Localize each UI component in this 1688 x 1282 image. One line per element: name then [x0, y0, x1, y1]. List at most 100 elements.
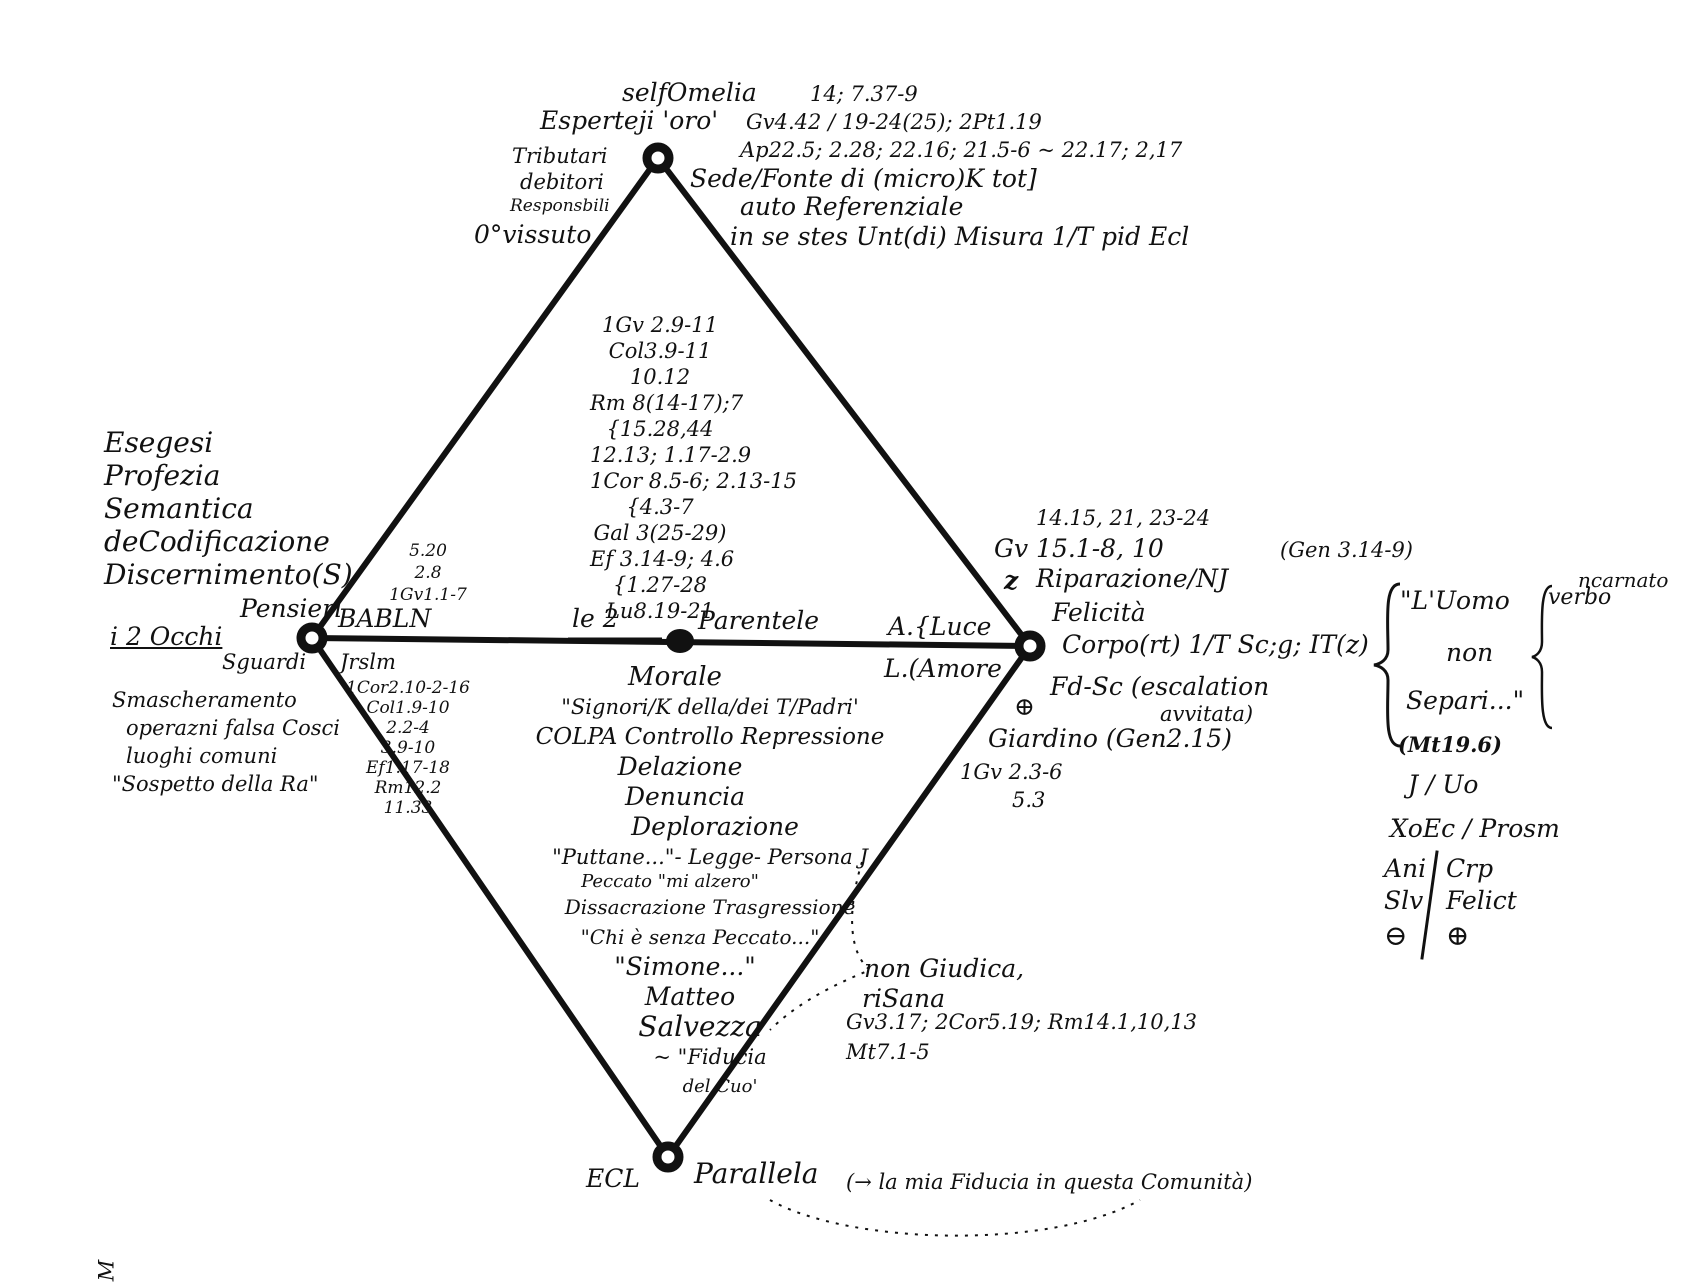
- left-refs-lower: 1Cor2.10-2-16 Col1.9-10 2.2-4 3.9-10 Ef1…: [346, 678, 470, 818]
- lower-right-l2: riSana: [862, 984, 945, 1013]
- center-ref: 1Cor 8.5-6; 2.13-15: [590, 469, 797, 493]
- left-ref: 11.33: [383, 798, 433, 818]
- left-ref: Ef1.17-18: [366, 758, 450, 778]
- left-ref: Col1.9-10: [366, 698, 450, 718]
- center-ref: Col3.9-11: [608, 339, 712, 363]
- left-lower: Smascheramento operazni falsa Cosci luog…: [112, 686, 340, 798]
- left-lower-item: operazni falsa Cosci: [126, 716, 340, 740]
- left-lower-item: "Sospetto della Ra": [112, 772, 319, 796]
- far-right-row3a: Ani: [1384, 854, 1427, 883]
- far-right-q2: non: [1446, 638, 1494, 667]
- node-bottom: [652, 1141, 684, 1173]
- top-desc-c: in se stes Unt(di) Misura 1/T pid Ecl: [730, 222, 1190, 251]
- plus-icon: ⊕: [1014, 692, 1035, 721]
- lower-item: Denuncia: [624, 782, 746, 811]
- far-right-row1: J / Uo: [1408, 770, 1479, 799]
- center-refs: 1Gv 2.9-11 Col3.9-11 10.12 Rm 8(14-17);7…: [590, 312, 797, 624]
- top-desc-b: auto Referenziale: [740, 192, 964, 221]
- left-eyes-a: i 2 Occhi: [110, 622, 223, 651]
- label-parallela: Parallela: [694, 1157, 819, 1190]
- refs-top-a: 14; 7.37-9: [810, 82, 918, 106]
- lower-right-refs-b: Mt7.1-5: [846, 1040, 930, 1064]
- right-refs-a: 14.15, 21, 23-24: [1036, 506, 1211, 530]
- lower-item: Salvezza: [638, 1010, 762, 1043]
- lower-item: del Cuo': [682, 1076, 758, 1097]
- lower-item: Peccato "mi alzero": [581, 871, 759, 892]
- right-corpo: Corpo(rt) 1/T Sc;g; IT(z): [1062, 630, 1369, 659]
- brace-small-icon: [1531, 584, 1553, 730]
- label-esperteji: Esperteji 'oro': [540, 106, 719, 135]
- left-ref: Rm12.2: [374, 778, 442, 798]
- edge-right-bottom: [665, 643, 1033, 1160]
- left-eyes-b: Pensieri: [240, 594, 343, 623]
- label-vissuto: 0°vissuto: [474, 220, 592, 249]
- label-ecl-bottom: ECL: [586, 1164, 640, 1193]
- right-avvitata: avvitata): [1160, 702, 1254, 726]
- left-block-item: Esegesi: [104, 426, 214, 459]
- label-jrslm: Jrslm: [340, 650, 396, 674]
- left-lower-item: luoghi comuni: [126, 744, 278, 768]
- far-right-row4a: Slv: [1384, 886, 1424, 915]
- center-ref: Ef 3.14-9; 4.6: [590, 547, 735, 571]
- lower-right-refs-a: Gv3.17; 2Cor5.19; Rm14.1,10,13: [846, 1010, 1198, 1034]
- corner-mark: M: [94, 1259, 119, 1282]
- right-z: z: [1004, 566, 1019, 595]
- left-eyes-c: Sguardi: [222, 650, 307, 674]
- label-le2: le 2: [572, 604, 619, 633]
- far-right-row2: XoEc / Prosm: [1390, 814, 1560, 843]
- edge-left-bottom: [309, 635, 671, 1160]
- center-ref: {1.27-28: [613, 573, 707, 597]
- left-refs-upper: 5.20 2.8 1Gv1.1-7: [388, 540, 468, 606]
- center-ref: 10.12: [629, 365, 691, 389]
- label-babln: BABLN: [338, 604, 432, 633]
- dashed-arc-right: [769, 861, 872, 1031]
- lower-item: Morale: [628, 662, 722, 692]
- lower-item: "Simone...": [614, 952, 756, 981]
- left-ref: 5.20: [409, 541, 447, 561]
- far-right-row3b: Crp: [1446, 854, 1494, 883]
- left-block-item: Discernimento(S): [104, 558, 353, 591]
- label-tributari: Tributari: [512, 144, 608, 168]
- center-ref: {15.28,44: [606, 417, 714, 441]
- label-parentele: Parentele: [698, 606, 820, 635]
- center-ref: 1Gv 2.9-11: [602, 313, 718, 337]
- far-right-q3: Separi...": [1406, 686, 1525, 715]
- lower-item: "Signori/K della/dei T/Padri': [561, 695, 859, 719]
- left-ref: 2.2-4: [386, 718, 430, 738]
- refs-top-c: Ap22.5; 2.28; 22.16; 21.5-6 ~ 22.17; 2,1…: [740, 138, 1183, 162]
- lower-item: Dissacrazione Trasgressione: [564, 895, 856, 919]
- dashed-arc-bottom: [769, 1199, 1141, 1237]
- right-refs-c: 1Gv 2.3-6: [960, 760, 1063, 784]
- lower-item: COLPA Controllo Repressione: [535, 724, 885, 750]
- lower-item: ~ "Fiducia: [653, 1045, 767, 1069]
- left-ref: 1Gv1.1-7: [389, 585, 467, 605]
- node-top: [642, 142, 674, 174]
- right-gen-ref: (Gen 3.14-9): [1280, 538, 1414, 562]
- lower-item: Delazione: [617, 752, 743, 781]
- left-ref: 1Cor2.10-2-16: [346, 678, 470, 698]
- left-ref: 2.8: [414, 563, 442, 583]
- lower-right-l1: non Giudica,: [864, 954, 1025, 983]
- minus-icon: ⊖: [1384, 919, 1408, 952]
- center-ref: Rm 8(14-17);7: [590, 391, 744, 415]
- center-ref: {4.3-7: [626, 495, 694, 519]
- refs-top-b: Gv4.42 / 19-24(25); 2Pt1.19: [746, 110, 1042, 134]
- lower-item: Deplorazione: [631, 812, 799, 841]
- label-debitori: debitori: [520, 170, 604, 194]
- brace-icon: [1373, 582, 1401, 748]
- center-ref: 12.13; 1.17-2.9: [590, 443, 752, 467]
- center-ref: Gal 3(25-29): [593, 521, 727, 545]
- left-block-item: deCodificazione: [104, 525, 330, 558]
- edge-top-left: [309, 155, 661, 641]
- center-ref: Lu8.19-21: [605, 599, 715, 623]
- node-center: [666, 629, 694, 653]
- label-luce: A.{Luce: [888, 612, 992, 641]
- left-lower-item: Smascheramento: [112, 688, 297, 712]
- right-felicita: Felicità: [1052, 598, 1146, 627]
- lower-item: "Chi è senza Peccato...": [580, 925, 820, 949]
- lower-item: "Puttane..."- Legge- Persona J: [552, 845, 868, 869]
- right-fdsc: Fd-Sc (escalation: [1050, 672, 1270, 701]
- far-right-ref: (Mt19.6): [1398, 732, 1502, 757]
- right-giardino: Giardino (Gen2.15): [988, 724, 1232, 753]
